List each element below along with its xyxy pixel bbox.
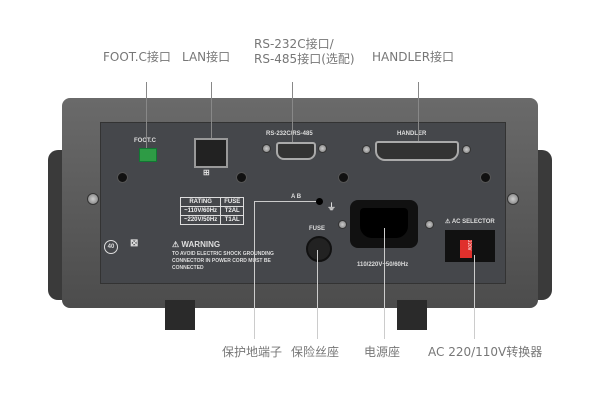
screw-icon bbox=[362, 145, 371, 154]
rating-header: RATING bbox=[179, 197, 222, 207]
leader-line bbox=[384, 228, 385, 339]
screw-icon bbox=[87, 193, 99, 205]
callout-power: 电源座 bbox=[364, 345, 401, 359]
foot-c-port[interactable] bbox=[139, 148, 157, 162]
callout-foot-c: FOOT.C接口 bbox=[103, 50, 171, 64]
ground-terminal[interactable] bbox=[316, 198, 323, 205]
ground-icon: ⏚ bbox=[327, 202, 337, 212]
fuse-label: FUSE bbox=[309, 226, 326, 232]
mount-hole bbox=[117, 172, 128, 183]
screw-icon bbox=[425, 220, 434, 229]
screw-icon bbox=[462, 145, 471, 154]
warning-line: CONNECTOR IN POWER CORD MUST BE bbox=[172, 258, 271, 264]
leader-line bbox=[254, 201, 255, 339]
rating-cell: ~220V/50Hz bbox=[179, 215, 222, 225]
fuse-cell: T2AL bbox=[220, 206, 245, 216]
callout-rs485: RS-485接口(选配) bbox=[254, 52, 355, 66]
screw-icon bbox=[338, 220, 347, 229]
warning-title-text: WARNING bbox=[181, 240, 221, 249]
leader-line bbox=[292, 82, 293, 142]
handler-port-label: HANDLER bbox=[397, 131, 427, 137]
warning-line: CONNECTED bbox=[172, 265, 204, 271]
fuse-holder[interactable] bbox=[306, 236, 332, 262]
fuse-cell: T1AL bbox=[220, 215, 245, 225]
handler-port[interactable] bbox=[375, 141, 459, 161]
leader-line bbox=[254, 201, 316, 202]
foot-right bbox=[397, 300, 427, 330]
lan-icon: ⊞ bbox=[203, 168, 210, 177]
leader-line bbox=[317, 250, 318, 339]
screw-icon bbox=[262, 144, 271, 153]
leader-line bbox=[211, 82, 212, 138]
ac-selector-text: AC SELECTOR bbox=[451, 219, 495, 225]
mount-hole bbox=[236, 172, 247, 183]
foot-port-label: FOOT.C bbox=[134, 138, 156, 144]
mount-hole bbox=[480, 172, 491, 183]
warning-title: ⚠ WARNING bbox=[172, 240, 221, 249]
leader-line bbox=[146, 82, 147, 148]
warning-line: TO AVOID ELECTRIC SHOCK GROUNDING bbox=[172, 251, 274, 257]
lan-port[interactable] bbox=[194, 138, 228, 168]
fuse-header: FUSE bbox=[220, 197, 245, 207]
rs-port-label: RS-232C/RS-485 bbox=[266, 131, 313, 137]
leader-line bbox=[474, 255, 475, 339]
callout-ac-selector: AC 220/110V转换器 bbox=[428, 345, 543, 359]
foot-left bbox=[165, 300, 195, 330]
callout-handler: HANDLER接口 bbox=[372, 50, 455, 64]
screw-icon bbox=[507, 193, 519, 205]
cert-mark: 40 bbox=[104, 240, 118, 254]
rating-cell: ~110V/60Hz bbox=[179, 206, 222, 216]
ac-selector-label: ⚠ AC SELECTOR bbox=[445, 219, 495, 225]
ab-label: A B bbox=[291, 194, 302, 200]
ac-selector-switch[interactable]: 220V bbox=[460, 240, 472, 258]
leader-line bbox=[418, 82, 419, 141]
weee-icon: ⊠ bbox=[130, 238, 139, 249]
screw-icon bbox=[318, 144, 327, 153]
callout-rs232: RS-232C接口/ bbox=[254, 37, 334, 51]
callout-lan: LAN接口 bbox=[182, 50, 231, 64]
rs232-port[interactable] bbox=[276, 142, 316, 160]
power-rating: 110/220V~50/60Hz bbox=[357, 262, 409, 268]
callout-fuse: 保险丝座 bbox=[291, 345, 340, 359]
callout-ground: 保护地端子 bbox=[222, 345, 283, 359]
mount-hole bbox=[338, 172, 349, 183]
